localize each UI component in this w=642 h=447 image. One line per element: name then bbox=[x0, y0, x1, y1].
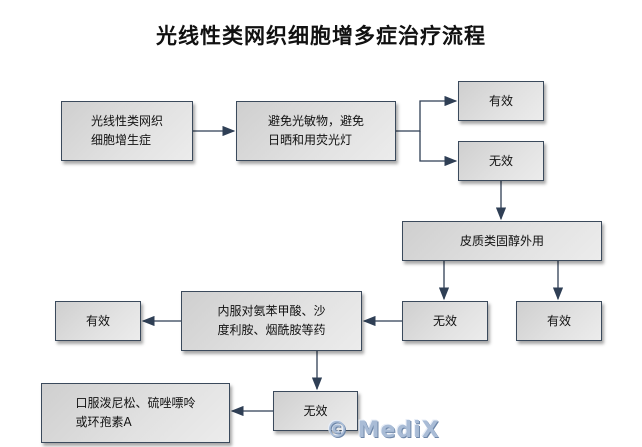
watermark-logo: © MediX bbox=[326, 418, 440, 443]
node-label: 无效 bbox=[488, 153, 513, 168]
node-avoid-effective: 有效 bbox=[458, 81, 544, 121]
node-avoid-ineffective: 无效 bbox=[458, 141, 544, 181]
node-avoid-triggers: 避免光敏物，避免 日晒和用荧光灯 bbox=[236, 101, 396, 161]
node-label: 内服对氨苯甲酸、沙 度利胺、烟酰胺等药 bbox=[217, 304, 326, 337]
node-label: 无效 bbox=[432, 313, 457, 328]
chart-title: 光线性类网织细胞增多症治疗流程 bbox=[156, 24, 486, 48]
arrow-avoid-split bbox=[396, 95, 458, 132]
node-oral-effective: 有效 bbox=[55, 301, 141, 341]
node-oral-ineffective: 无效 bbox=[273, 391, 358, 431]
node-steroid-ineffective: 无效 bbox=[402, 301, 488, 341]
node-label: 光线性类网织 细胞增生症 bbox=[90, 114, 163, 147]
node-label: 口服泼尼松、硫唑嘌呤 或环孢素A bbox=[75, 396, 196, 429]
node-label: 皮质类固醇外用 bbox=[459, 233, 544, 248]
node-systemic-therapy: 口服泼尼松、硫唑嘌呤 或环孢素A bbox=[41, 383, 230, 443]
node-label: 避免光敏物，避免 日晒和用荧光灯 bbox=[267, 114, 364, 147]
node-label: 无效 bbox=[303, 403, 328, 418]
node-oral-drugs: 内服对氨苯甲酸、沙 度利胺、烟酰胺等药 bbox=[181, 291, 362, 351]
node-steroid-effective: 有效 bbox=[516, 301, 602, 341]
node-label: 有效 bbox=[546, 313, 571, 328]
arrow-avoid-to-ineffective bbox=[419, 131, 458, 167]
node-label: 有效 bbox=[85, 313, 110, 328]
node-label: 有效 bbox=[488, 93, 513, 108]
node-topical-steroid: 皮质类固醇外用 bbox=[402, 221, 602, 261]
node-disease: 光线性类网织 细胞增生症 bbox=[61, 101, 193, 161]
